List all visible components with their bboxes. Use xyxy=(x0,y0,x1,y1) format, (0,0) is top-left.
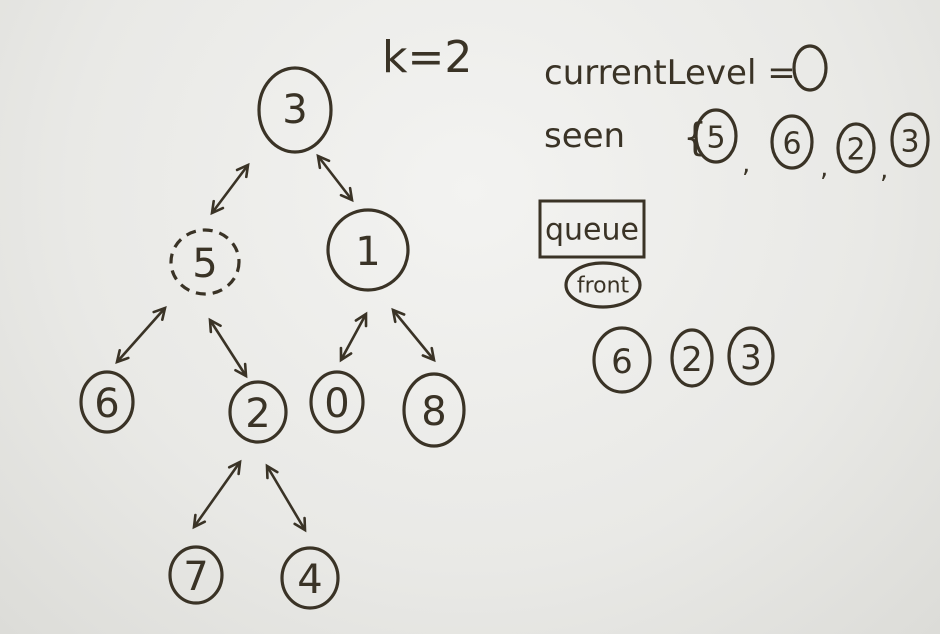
edge-3-1 xyxy=(316,153,354,203)
tree-node-3: 3 xyxy=(257,66,333,154)
queue-item-2: 2 xyxy=(670,328,714,388)
edge-3-5 xyxy=(210,162,250,216)
tree-node-7-label: 7 xyxy=(183,554,208,600)
seen-item-2-label: 2 xyxy=(846,133,865,168)
seen-item-3: 3 xyxy=(890,112,930,168)
queue-front-label: front xyxy=(577,274,630,299)
current-level-value: 0 xyxy=(792,44,828,92)
queue-item-3-label: 3 xyxy=(740,338,762,378)
tree-node-1-label: 1 xyxy=(355,229,380,275)
tree-node-8: 8 xyxy=(402,372,466,448)
seen-comma: , xyxy=(820,153,828,183)
edge-2-7 xyxy=(192,459,242,530)
k-label: k=2 xyxy=(382,32,472,83)
queue-front-badge: front xyxy=(564,261,642,309)
queue-box: queue xyxy=(538,199,646,259)
tree-node-3-label: 3 xyxy=(282,87,307,133)
tree-node-0: 0 xyxy=(309,370,365,434)
edge-1-8 xyxy=(391,307,436,363)
tree-node-7: 7 xyxy=(168,545,224,605)
tree-node-4-label: 4 xyxy=(297,557,322,603)
tree-node-4: 4 xyxy=(280,546,340,610)
tree-node-0-label: 0 xyxy=(324,381,349,427)
queue-item-6-label: 6 xyxy=(611,342,633,382)
tree-node-5-label: 5 xyxy=(192,241,217,287)
tree-node-6-label: 6 xyxy=(94,381,119,427)
seen-item-6: 6 xyxy=(770,114,814,170)
tree-node-8-label: 8 xyxy=(421,389,446,435)
edge-5-6 xyxy=(115,305,167,365)
tree-node-2: 2 xyxy=(228,380,288,444)
seen-item-3-label: 3 xyxy=(900,125,919,160)
tree-node-1: 1 xyxy=(326,208,410,292)
seen-item-6-label: 6 xyxy=(782,127,801,162)
seen-item-2: 2 xyxy=(836,122,876,174)
tree-node-2-label: 2 xyxy=(245,391,270,437)
queue-item-3: 3 xyxy=(727,326,775,386)
queue-label: queue xyxy=(545,213,639,248)
queue-item-2-label: 2 xyxy=(681,340,703,380)
seen-comma: , xyxy=(880,155,888,185)
edge-5-2 xyxy=(208,317,248,379)
edge-1-0 xyxy=(339,311,368,363)
seen-comma: , xyxy=(742,149,750,179)
tree-node-6: 6 xyxy=(79,370,135,434)
queue-item-6: 6 xyxy=(592,326,652,394)
tree-edges xyxy=(115,153,436,533)
seen-label: seen xyxy=(544,116,625,156)
tree-node-5: 5 xyxy=(169,228,241,296)
seen-item-5-label: 5 xyxy=(706,121,725,156)
current-level-label: currentLevel = xyxy=(544,53,796,93)
seen-item-5: 5 xyxy=(694,108,738,164)
edge-2-4 xyxy=(265,463,307,533)
